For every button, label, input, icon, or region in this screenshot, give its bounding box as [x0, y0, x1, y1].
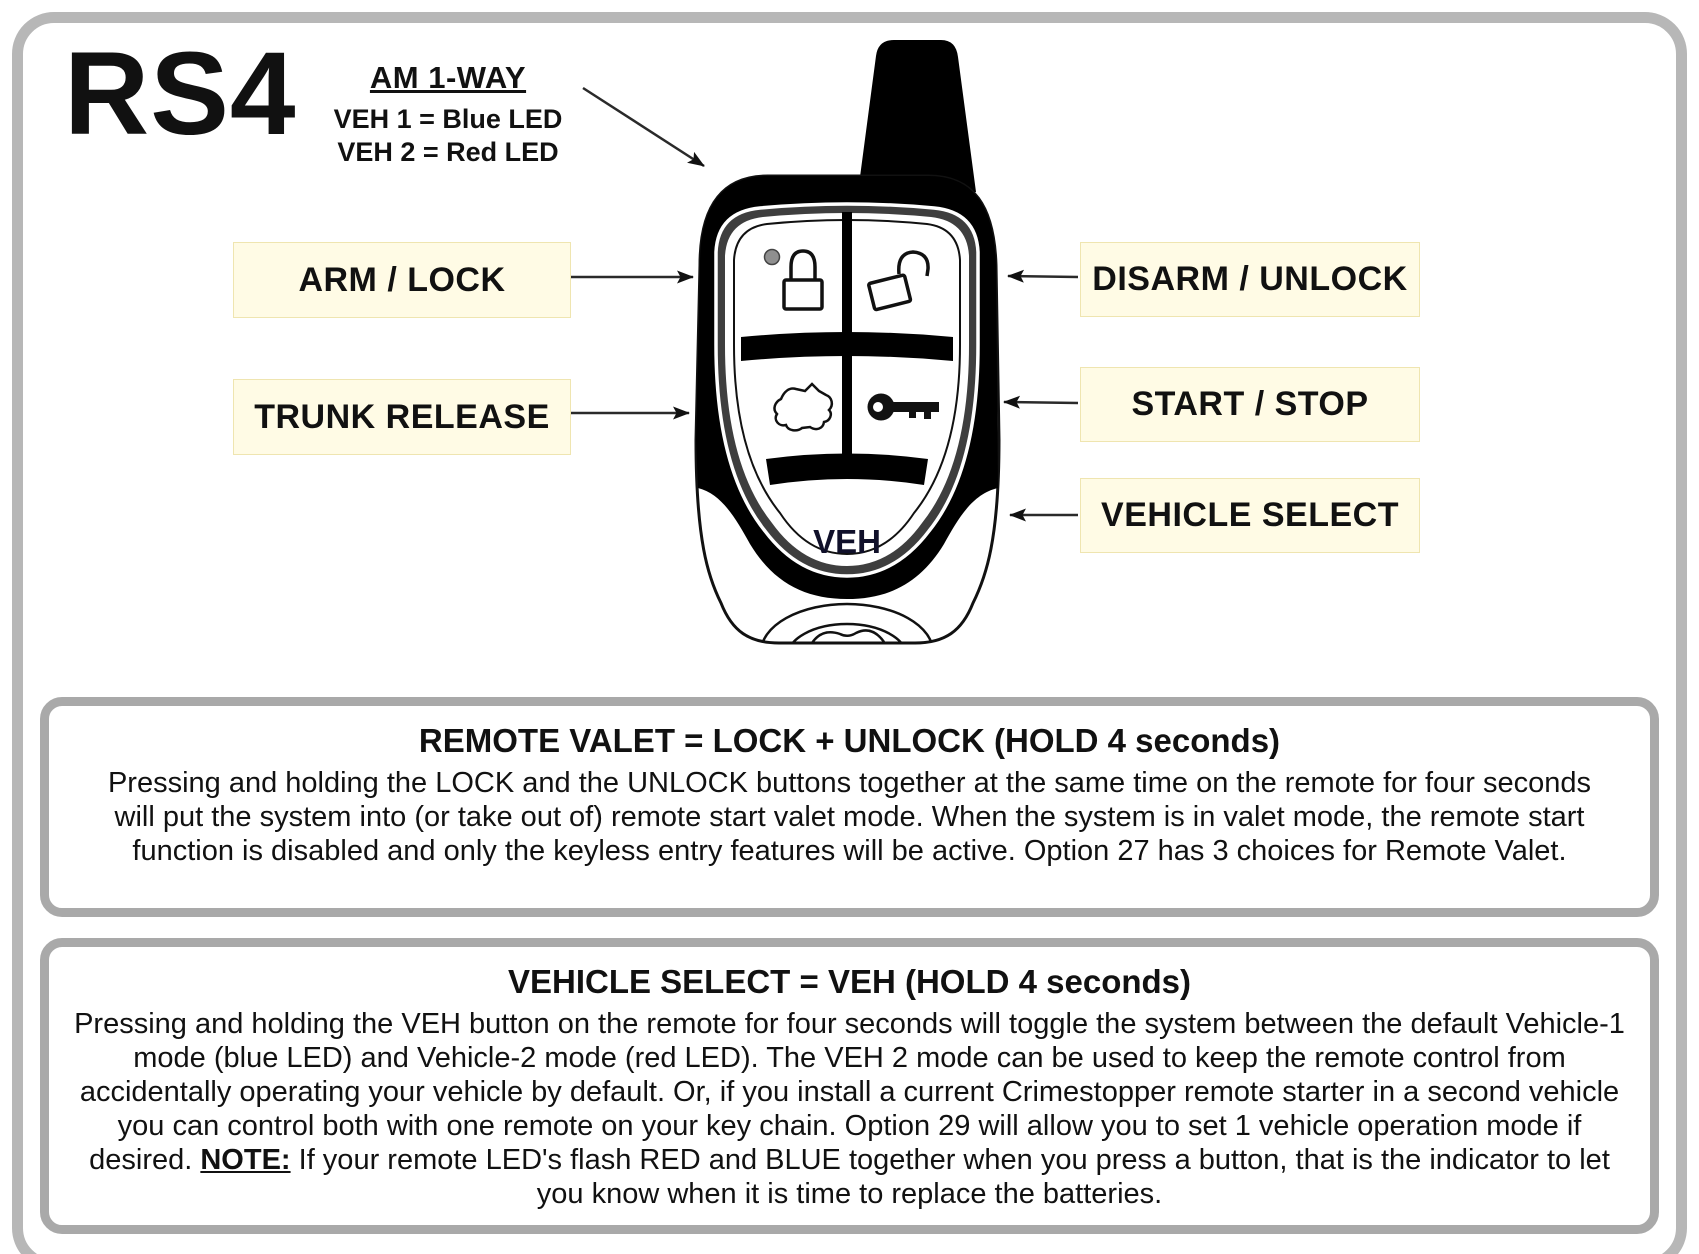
- start-stop-arrow: [1003, 395, 1079, 409]
- callout-trunk-release: TRUNK RELEASE: [233, 379, 571, 455]
- disarm-unlock-arrow: [1007, 269, 1079, 283]
- antenna-pointer-arrow: [582, 86, 705, 168]
- callout-disarm-unlock: DISARM / UNLOCK: [1080, 242, 1420, 317]
- product-title: RS4: [64, 28, 297, 160]
- vehicle-select-body: Pressing and holding the VEH button on t…: [74, 1007, 1626, 1211]
- callout-arm-lock: ARM / LOCK: [233, 242, 571, 318]
- veh1-led-line: VEH 1 = Blue LED: [333, 104, 563, 134]
- callout-vehicle-select: VEHICLE SELECT: [1080, 478, 1420, 553]
- vehicle-select-title: VEHICLE SELECT = VEH (HOLD 4 seconds): [507, 963, 1192, 1000]
- vehicle-select-body-end: If your remote LED's flash RED and BLUE …: [298, 1144, 1610, 1210]
- remote-diagram: VEH: [540, 40, 1079, 645]
- page-border: [12, 12, 1687, 1254]
- lock-icon: [782, 249, 824, 311]
- button-divider-row2: [766, 453, 928, 485]
- antenna: [858, 40, 976, 192]
- vehicle-select-info-box: VEHICLE SELECT = VEH (HOLD 4 seconds) Pr…: [40, 938, 1659, 1234]
- keyring-loop: [759, 602, 935, 643]
- veh2-led-line: VEH 2 = Red LED: [337, 137, 559, 167]
- callout-start-stop: START / STOP: [1080, 367, 1420, 442]
- remote-valet-title: REMOTE VALET = LOCK + UNLOCK (HOLD 4 sec…: [418, 722, 1281, 759]
- key-icon: [867, 393, 939, 421]
- remote-illustration: VEH: [694, 40, 1001, 645]
- callout-arrows: [540, 86, 1079, 522]
- vehicle-select-body-start: Pressing and holding the VEH button on t…: [74, 1008, 1625, 1176]
- remote-type-title: AM 1-WAY: [369, 60, 527, 95]
- note-label: NOTE:: [200, 1144, 291, 1176]
- led-indicator: [763, 248, 781, 266]
- unlock-icon: [867, 250, 930, 312]
- veh-button-label: VEH: [813, 523, 881, 560]
- button-divider-row1: [741, 332, 953, 361]
- remote-valet-body: Pressing and holding the LOCK and the UN…: [107, 767, 1592, 867]
- remote-valet-info-box: REMOTE VALET = LOCK + UNLOCK (HOLD 4 sec…: [40, 697, 1659, 917]
- remote-type-block: AM 1-WAY VEH 1 = Blue LED VEH 2 = Red LE…: [316, 60, 580, 169]
- trunk-icon: [773, 382, 834, 432]
